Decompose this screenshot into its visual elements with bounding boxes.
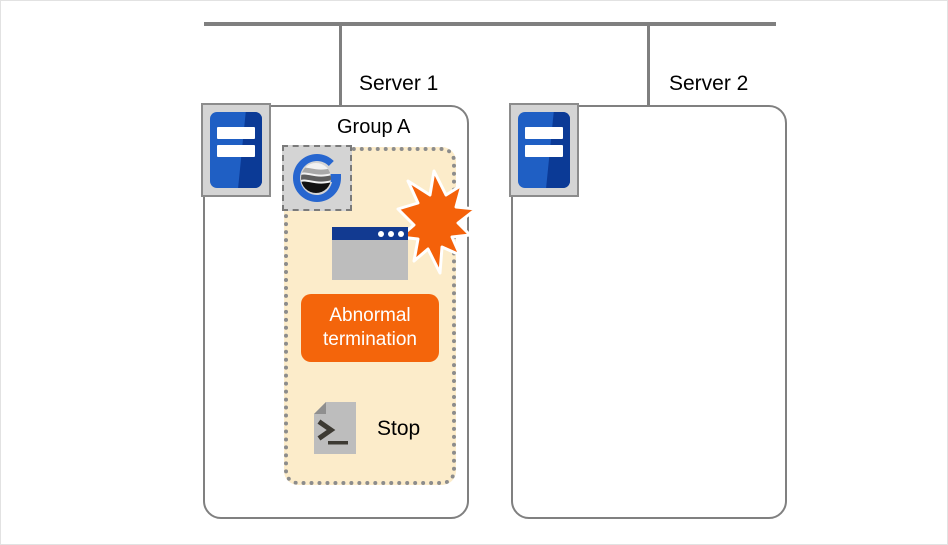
group-a-label: Group A (337, 116, 411, 138)
server-icon-body (518, 112, 570, 188)
cluster-logo-icon (293, 154, 341, 202)
network-bus-line (204, 22, 776, 26)
stop-label: Stop (377, 416, 421, 440)
server-icon-bar (216, 145, 256, 157)
application-window-icon (332, 227, 408, 280)
abnormal-termination-line-1: Abnormal (329, 304, 411, 326)
server-icon (509, 103, 579, 197)
stop-script-row: Stop (313, 401, 420, 455)
explosion-icon (396, 169, 480, 281)
script-file-icon (314, 402, 356, 454)
server-1-network-drop-line (339, 25, 342, 106)
window-icon-titlebar (332, 227, 408, 240)
server-icon-bar (216, 127, 256, 139)
window-icon-dot (378, 230, 384, 237)
server-1-label: Server 1 (359, 72, 439, 95)
window-icon-dot (388, 230, 394, 237)
server-icon-bar (524, 127, 564, 139)
server-2-label: Server 2 (669, 72, 749, 95)
window-icon-dot (398, 230, 404, 237)
server-icon (201, 103, 271, 197)
server-icon-body (210, 112, 262, 188)
abnormal-termination-line-2: termination (323, 329, 417, 350)
server-2-network-drop-line (647, 25, 650, 106)
cluster-logo-selection-box[interactable] (282, 145, 352, 211)
abnormal-termination-badge[interactable]: Abnormal termination (301, 294, 439, 362)
server-icon-bar (524, 145, 564, 157)
